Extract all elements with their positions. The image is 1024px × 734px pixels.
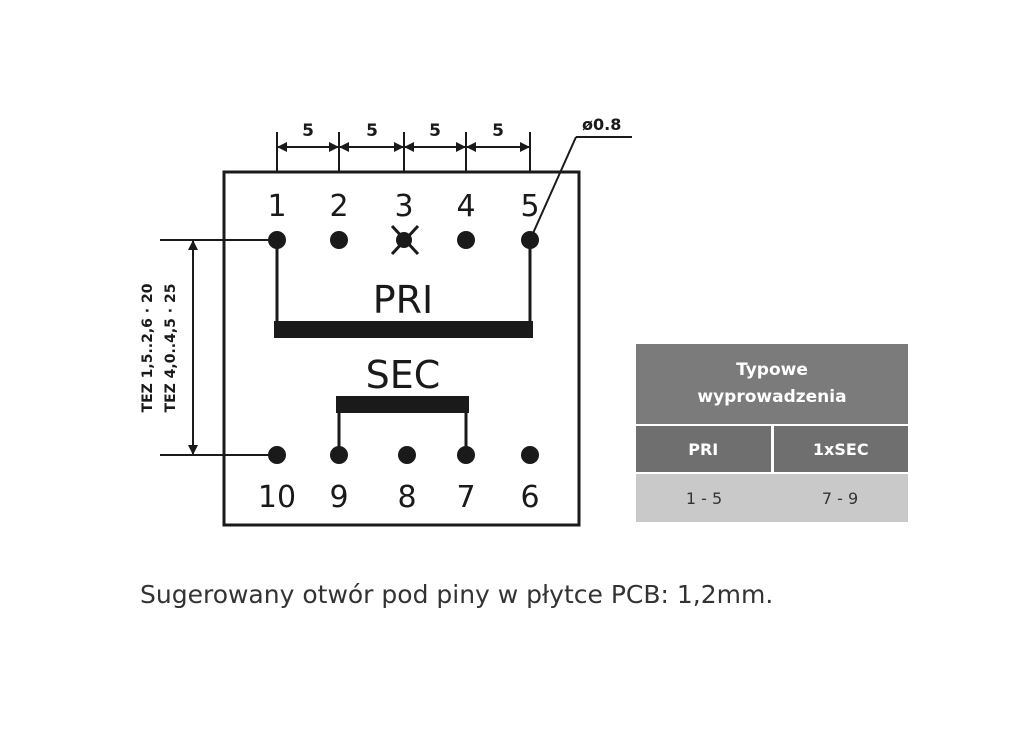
pin-number-10: 10 [258,480,296,515]
column-header-sec: 1xSEC [770,426,909,472]
cell-sec-pins: 7 - 9 [821,488,859,508]
pin-number-2: 2 [329,189,348,224]
secondary-winding-label: SEC [366,353,441,397]
height-label-variant-2: TEZ 4,0..4,5 · 25 [163,284,179,413]
height-label-variant-1: TEZ 1,5..2,6 · 20 [140,283,156,412]
pin-number-9: 9 [329,480,348,515]
pcb-hole-note: Sugerowany otwór pod piny w płytce PCB: … [140,580,774,609]
column-header-pri: PRI [688,439,719,459]
pin-diameter-label: ø0.8 [582,115,621,134]
primary-winding [274,240,533,338]
table-header-line-1: Typowe [736,360,808,380]
cell-pri-pins: 1 - 5 [685,488,723,508]
table-header-line-2: wyprowadzenia [697,387,847,407]
pin-number-3: 3 [394,189,413,224]
pin-2 [330,231,348,249]
pin-number-5: 5 [520,189,539,224]
pitch-label-3: 5 [429,121,441,141]
secondary-winding [336,396,469,455]
pin-9 [330,446,348,464]
pitch-label-4: 5 [492,121,504,141]
table-header: Typowe wyprowadzenia [636,344,908,424]
pin-number-1: 1 [267,189,286,224]
pitch-label-2: 5 [366,121,378,141]
typical-pinout-table: Typowe wyprowadzenia PRI 1xSEC 1 - 5 7 -… [636,344,908,522]
pin-number-8: 8 [397,480,416,515]
table-row: 1 - 5 7 - 9 [636,474,908,522]
pin-number-6: 6 [520,480,539,515]
pin-number-7: 7 [456,480,475,515]
pin-number-4: 4 [456,189,475,224]
pin-10 [268,446,286,464]
primary-winding-label: PRI [373,278,434,322]
pin-8 [398,446,416,464]
pin-7 [457,446,475,464]
pin-6 [521,446,539,464]
pitch-dimension [276,132,531,172]
pin-3-absent-cross-icon [390,224,420,256]
diameter-leader-line [529,136,577,241]
pitch-label-1: 5 [302,121,314,141]
row-spacing-dimension [160,239,270,456]
transformer-body-outline [222,170,581,527]
table-column-headers: PRI 1xSEC [636,426,908,472]
pin-4 [457,231,475,249]
